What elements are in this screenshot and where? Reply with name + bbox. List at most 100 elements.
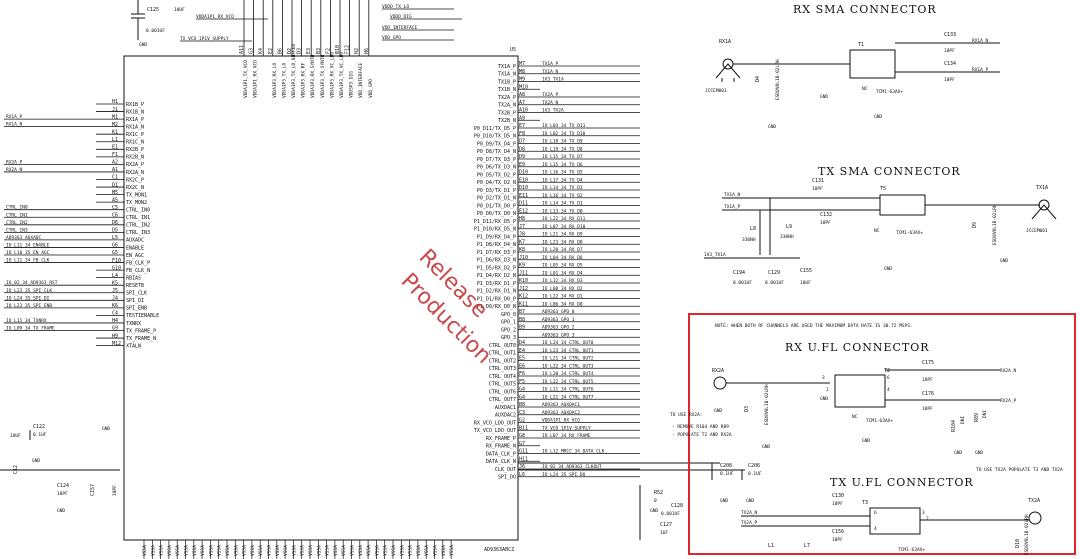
c176-value: 18PF [922, 406, 933, 412]
r89-ref: R89 [974, 413, 980, 422]
t3-transformer-icon [869, 507, 921, 535]
net-ctrl-out6-42: IO_L11_34_CTRL_OUT6 [542, 387, 594, 393]
pin-num-tx-mon2: A5 [112, 197, 118, 203]
r104-gnd: GND [954, 450, 962, 456]
d9-part: ESD8V0L1B-02LRH [992, 204, 998, 245]
pin-num-auxdac2-45: C3 [519, 410, 525, 416]
vssa-pin-label-28: VSSA [374, 545, 380, 556]
tx-sma-title: TX SMA CONNECTOR [818, 165, 961, 178]
pin-name-rx2a-n: RX2A_N [126, 170, 144, 176]
pin-num-tx2a-p-4: A8 [519, 92, 525, 98]
t2-pin-4: 4 [887, 387, 890, 393]
top-pin-num-d2: D2 [287, 48, 293, 54]
c131-ref: C131 [812, 178, 824, 184]
c176-ref: C176 [922, 391, 934, 397]
c134-ref: C134 [944, 61, 956, 67]
pin-num-spi-clk: J5 [112, 288, 118, 294]
pin-name-tx-frame-n: TX_FRAME_N [126, 336, 156, 342]
c128-ref: C128 [671, 503, 683, 509]
t3-part: TCM1-63AX+ [898, 547, 925, 553]
vssa-pin-label-25: VSSA [350, 545, 356, 556]
pin-num-p1-d2-rx-d1-n-29: J12 [519, 286, 528, 292]
net-tx2b-p-6: 1V3_TX2A [542, 108, 564, 114]
net-p1-d5-rx-d2-p-26: IO_L05_34_RX_D5 [542, 263, 583, 269]
tx2a-n-net: TX2A_N [741, 510, 758, 516]
vssa-pin-label-13: VSSA [250, 545, 256, 556]
net-p0-d11-tx-d5-p-8: IO_L03_34_TX_D11 [542, 123, 586, 129]
top-pin-num-d3: D3 [297, 48, 303, 54]
pin-num-gpo-1-33: B8 [519, 317, 525, 323]
c157-ref: C157 [90, 484, 96, 496]
c206-ref: C206 [748, 463, 760, 469]
pin-num-p0-d9-tx-d4-p-10: D7 [519, 139, 525, 145]
r52-value: 0 [654, 498, 657, 504]
pin-name-ctrl-out4-40: CTRL_OUT4 [489, 374, 516, 380]
pin-name-rx-vco-ldo-out-46: RX_VCO_LDO_OUT [474, 420, 516, 426]
c155-value: 10UF [800, 280, 811, 286]
pin-name-p0-d3-tx-d1-p-16: P0_D3/TX_D1_P [477, 188, 516, 194]
vssa-pin-label-5: VSSA [184, 545, 190, 556]
chip-part: AD9363ABCZ [484, 547, 514, 553]
c134-net: RX1A_P [972, 67, 989, 73]
top-pin-num-h2: H2 [354, 48, 360, 54]
r89-value: DNI [982, 410, 988, 418]
net-rx2a-p: RX2A_P [6, 159, 23, 165]
vssa-pin-label-6: VSSA [192, 545, 198, 556]
pin-num-ctrl-in1: C6 [112, 212, 118, 218]
pin-name-tx1b-p-2: TX1B_P [498, 79, 516, 85]
top-net-vddd-tx-lo: VDDD_TX_LO [382, 4, 409, 10]
t2-ref: T2 [884, 368, 890, 374]
pin-num-rx1c-n: L1 [112, 137, 118, 143]
pin-num-p1-d6-rx-d3-n-25: J10 [519, 255, 528, 261]
net-rx-vco-ldo-out-46: VDDA1P1_RX_VCO [542, 418, 580, 424]
top-pin-num-b6: B6 [277, 48, 283, 54]
vssa-pin-label-1: VSSA [150, 545, 156, 556]
pin-name-p1-d1-rx-d0-p-30: P1_D1/RX_D0_P [477, 296, 516, 302]
pin-num-ctrl-in2: D6 [112, 220, 118, 226]
net-gpo-3-35: AD9363_GPO_3 [542, 332, 575, 338]
rx2a-use-note-1: - REMOVE R104 AND R89 [672, 424, 729, 430]
top-pin-name-f2: VDDA1P3_RX_VC_LDO [329, 52, 335, 98]
c127-ref: C127 [660, 522, 672, 528]
pin-num-spi-enb: K6 [112, 303, 118, 309]
pin-name-ctrl-out5-41: CTRL_OUT5 [489, 382, 516, 388]
pin-name-tx1a-p-0: TX1A_P [498, 64, 516, 70]
pin-name-rx1a-p: RX1A_P [126, 117, 144, 123]
net-enable: IO_L11_34_ENABLE [6, 242, 50, 248]
pin-name-rx1b-p: RX1B_P [126, 102, 144, 108]
t2-pin-3: 3 [822, 375, 825, 381]
pin-name-p0-d10-tx-d5-n-9: P0_D10/TX_D5_N [474, 134, 516, 140]
pin-num-p0-d3-tx-d1-p-16: D10 [519, 185, 528, 191]
pin-name-data-clk-n-51: DATA_CLK_N [486, 459, 516, 465]
c208-gnd: GND [720, 498, 728, 504]
c125-ref: C125 [147, 7, 159, 13]
tx1a-part: JCCEM001 [1026, 228, 1048, 234]
c130-value: 18PF [832, 501, 843, 507]
r52-gnd: GND [650, 508, 658, 514]
pin-name-ctrl-in3: CTRL_IN3 [126, 230, 150, 236]
vssa-pin-label-32: VSSA [408, 545, 414, 556]
c12-partial: C12 [13, 465, 19, 474]
t3-pin-3: 3 [922, 510, 925, 516]
t2-gnd: GND [862, 438, 870, 444]
top-pin-num-e2: E2 [268, 48, 274, 54]
top-pin-name-d2: VDDA1P3_TX_LO_BUFFER [291, 44, 297, 98]
vssa-pin-label-22: VSSA [325, 545, 331, 556]
r104-value: DNI [960, 416, 966, 424]
top-pin-name-h6: VDD_GPO [368, 79, 374, 98]
pin-num-ctrl-out7-43: G4 [519, 394, 525, 400]
pin-num-tx2b-p-6: A10 [519, 108, 528, 114]
pin-name-p0-d2-tx-d1-n-17: P0_D2/TX_D1_N [477, 196, 516, 202]
rx2a-gnd: GND [714, 408, 722, 414]
vssa-pin-label-18: VSSA [291, 545, 297, 556]
pin-name-xtaln: XTALN [126, 343, 141, 349]
pin-name-rx2b-n: RX2B_N [126, 155, 144, 161]
pin-name-p1-d0-rx-d0-n-31: P1_D0/RX_D0_N [477, 304, 516, 310]
net-ctrl-in1: CTRL_IN1 [6, 212, 28, 218]
net-tx1b-p-2: 1V3_TX1A [542, 77, 564, 83]
net-p0-d1-tx-d0-p-18: IO_L14_34_TX_D1 [542, 201, 583, 207]
c125-value: 0.001UF [146, 28, 165, 34]
